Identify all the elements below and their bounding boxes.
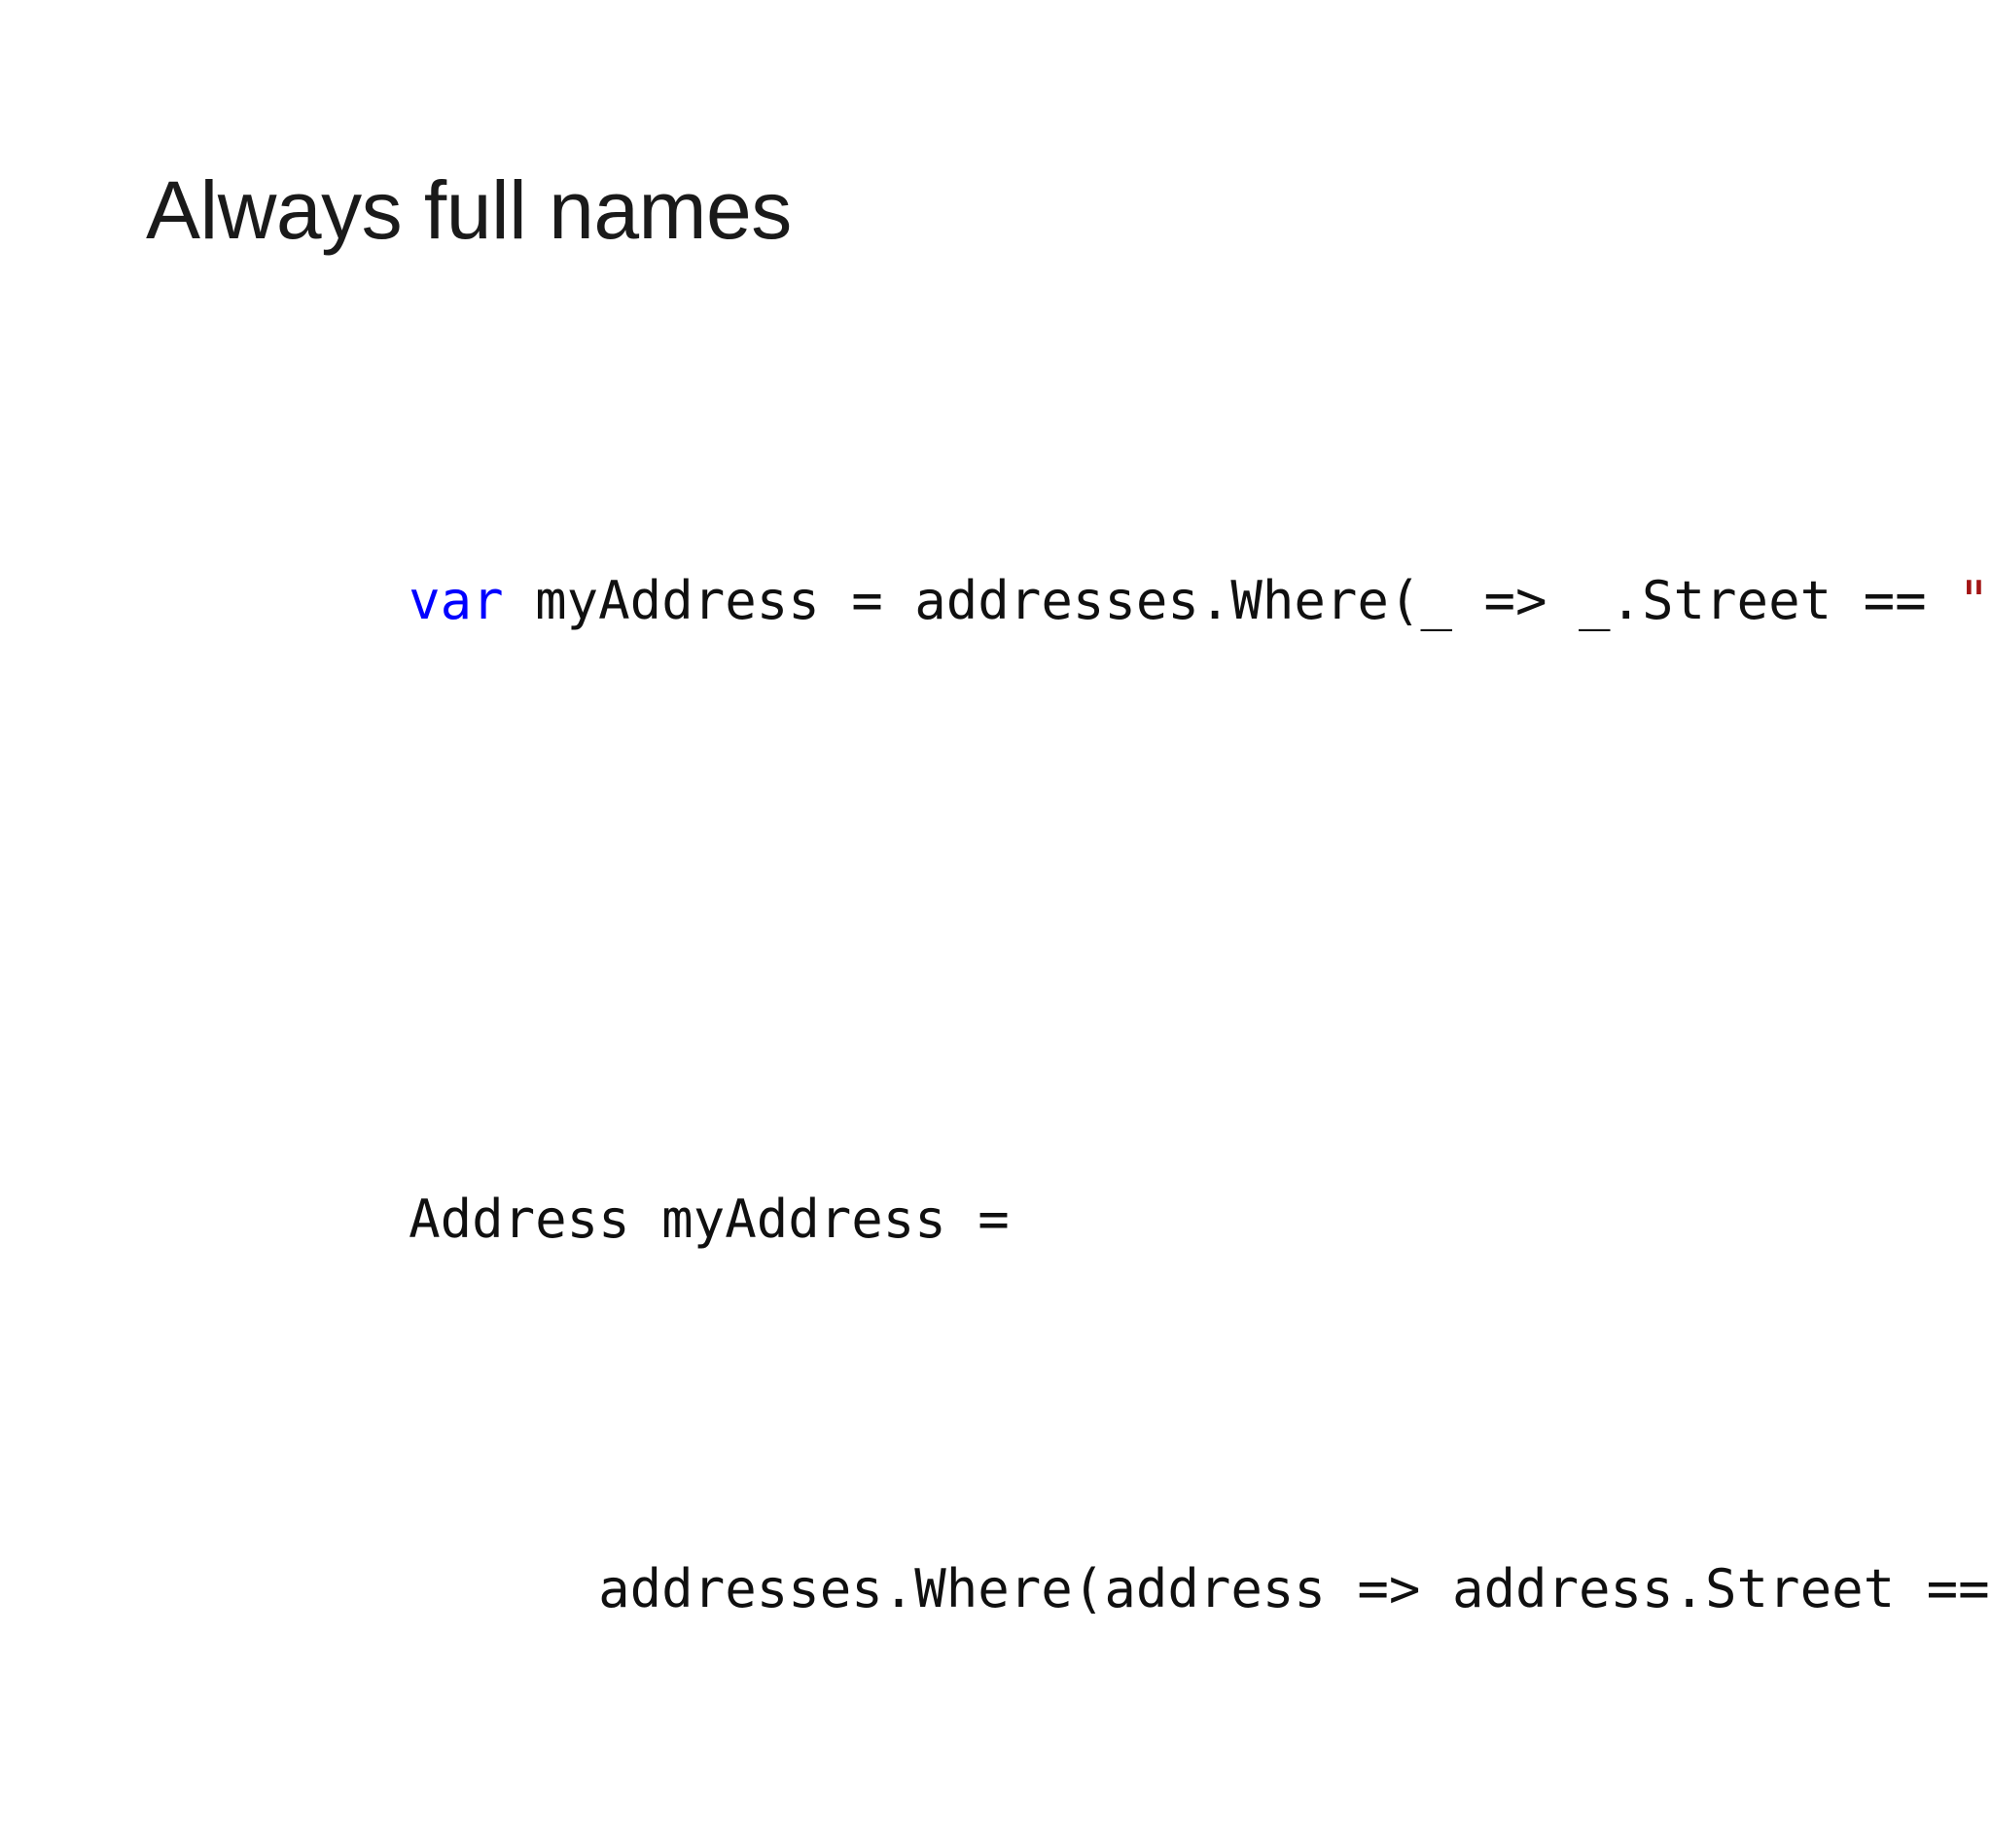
code-block-explicit-type-example: Address myAddress = addresses.Where(addr… xyxy=(156,961,1990,1848)
code-token-plain: Address myAddress = xyxy=(409,1189,1010,1250)
code-token-plain: myAddress = addresses.Where(_ => _.Stree… xyxy=(503,570,1959,631)
code-line: Address myAddress = xyxy=(156,1109,1974,1331)
code-area: var myAddress = addresses.Where(_ => _.S… xyxy=(156,342,1992,1848)
code-token-string: "..." xyxy=(1958,570,1992,631)
code-line: var myAddress = addresses.Where(_ => _.S… xyxy=(156,490,1992,712)
code-line: addresses.Where(address => address.Stree… xyxy=(156,1478,1989,1700)
page-title: Always full names xyxy=(146,164,792,257)
code-token-keyword: var xyxy=(409,570,504,631)
code-block-var-example: var myAddress = addresses.Where(_ => _.S… xyxy=(156,342,1992,860)
slide-canvas: Always full names var myAddress = addres… xyxy=(146,164,1992,1619)
code-token-plain: addresses.Where(address => address.Stree… xyxy=(409,1558,1992,1619)
